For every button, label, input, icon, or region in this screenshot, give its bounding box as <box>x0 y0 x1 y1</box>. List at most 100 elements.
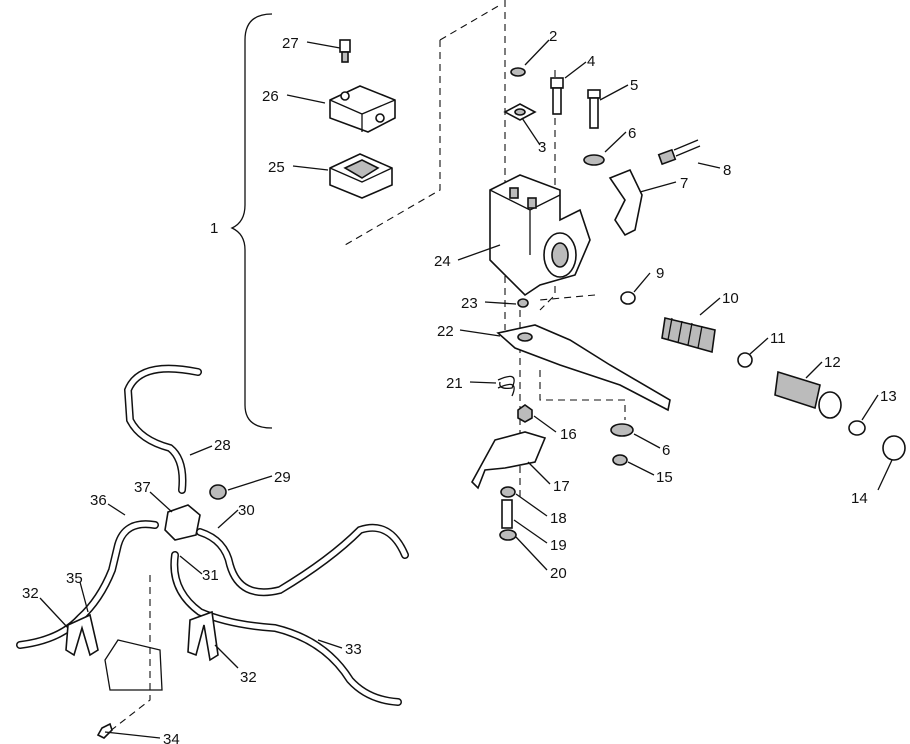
leader-35 <box>79 581 89 613</box>
callout-26: 26 <box>262 88 279 105</box>
leader-8 <box>697 162 721 169</box>
guide-line <box>539 294 596 301</box>
leader-29 <box>227 475 273 491</box>
callout-13: 13 <box>880 388 897 405</box>
callout-6: 6 <box>662 442 670 459</box>
guide-line <box>104 575 151 736</box>
leader-11 <box>749 337 769 355</box>
ring-part <box>517 298 529 308</box>
brake-hose-28 <box>123 364 202 494</box>
leader-32a <box>39 597 69 629</box>
leader-6 <box>604 131 627 153</box>
bracket-part <box>471 431 547 490</box>
boot-part <box>661 317 716 354</box>
leader-22 <box>459 329 501 337</box>
leader-25 <box>292 165 329 171</box>
leader-6b <box>633 433 661 449</box>
leader-10 <box>699 297 721 316</box>
cup-part <box>882 435 906 461</box>
leader-37 <box>149 491 173 513</box>
nut-part <box>517 404 533 423</box>
callout-29: 29 <box>274 469 291 486</box>
callout-23: 23 <box>461 295 478 312</box>
callout-34: 34 <box>163 731 180 744</box>
callout-24: 24 <box>434 253 451 270</box>
leader-13 <box>861 394 879 421</box>
piston-part <box>774 370 842 419</box>
callout-22: 22 <box>437 323 454 340</box>
callout-20: 20 <box>550 565 567 582</box>
assembly-bracket <box>230 13 273 429</box>
leader-31 <box>179 555 203 575</box>
leader-19 <box>513 519 548 544</box>
bolt-part <box>96 722 113 739</box>
callout-6: 6 <box>628 125 636 142</box>
callout-32: 32 <box>240 669 257 686</box>
callout-11: 11 <box>770 330 786 347</box>
leader-26 <box>286 94 326 104</box>
leader-34 <box>104 731 161 739</box>
brake-hose-36 <box>16 520 159 649</box>
leader-9 <box>633 272 651 293</box>
callout-27: 27 <box>282 35 299 52</box>
callout-18: 18 <box>550 510 567 527</box>
callout-4: 4 <box>587 53 595 70</box>
callout-28: 28 <box>214 437 231 454</box>
bushing-part <box>610 423 634 437</box>
callout-21: 21 <box>446 375 463 392</box>
leader-4 <box>564 61 587 79</box>
callout-9: 9 <box>656 265 664 282</box>
callout-36: 36 <box>90 492 107 509</box>
frame-part <box>104 639 163 691</box>
leader-20 <box>515 536 548 571</box>
leader-12 <box>805 361 823 379</box>
guide-line <box>539 70 556 311</box>
diaphragm-part <box>329 153 393 199</box>
pin-part <box>587 89 601 129</box>
callout-31: 31 <box>202 567 219 584</box>
callout-10: 10 <box>722 290 739 307</box>
callout-15: 15 <box>656 469 673 486</box>
washer-part <box>500 486 516 498</box>
washer-part <box>503 103 537 121</box>
callout-25: 25 <box>268 159 285 176</box>
ring-part <box>737 352 753 368</box>
leader-18 <box>515 493 548 517</box>
guide-line <box>344 40 441 246</box>
leader-2 <box>524 39 550 66</box>
leader-28 <box>189 445 213 456</box>
callout-2: 2 <box>549 28 557 45</box>
clamp-part <box>608 168 643 237</box>
leader-36 <box>107 503 126 516</box>
brake-hose-30 <box>196 523 409 597</box>
leader-14 <box>877 459 893 491</box>
bolt-part <box>501 499 513 529</box>
leader-15 <box>627 461 655 476</box>
guide-line <box>539 370 626 420</box>
callout-8: 8 <box>723 162 731 179</box>
guide-line <box>439 4 501 41</box>
spring-part <box>497 375 515 397</box>
brake-hose-33 <box>170 551 402 706</box>
washer-part <box>620 291 636 305</box>
callout-3: 3 <box>538 139 546 156</box>
callout-14: 14 <box>851 490 868 507</box>
callout-30: 30 <box>238 502 255 519</box>
brake-lever-part <box>496 324 671 412</box>
seal-part <box>848 420 866 436</box>
clip-part <box>65 613 99 657</box>
callout-37: 37 <box>134 479 151 496</box>
leader-7 <box>639 181 677 193</box>
leader-27 <box>306 41 341 49</box>
bolt-head-part <box>499 529 517 541</box>
callout-12: 12 <box>824 354 841 371</box>
callout-5: 5 <box>630 77 638 94</box>
bushing-part <box>583 154 605 166</box>
junction-block-part <box>164 504 201 541</box>
leader-24 <box>457 244 501 261</box>
master-cylinder-part <box>489 174 591 297</box>
leader-5 <box>599 84 629 101</box>
callout-33: 33 <box>345 641 362 658</box>
leader-23 <box>484 301 517 305</box>
